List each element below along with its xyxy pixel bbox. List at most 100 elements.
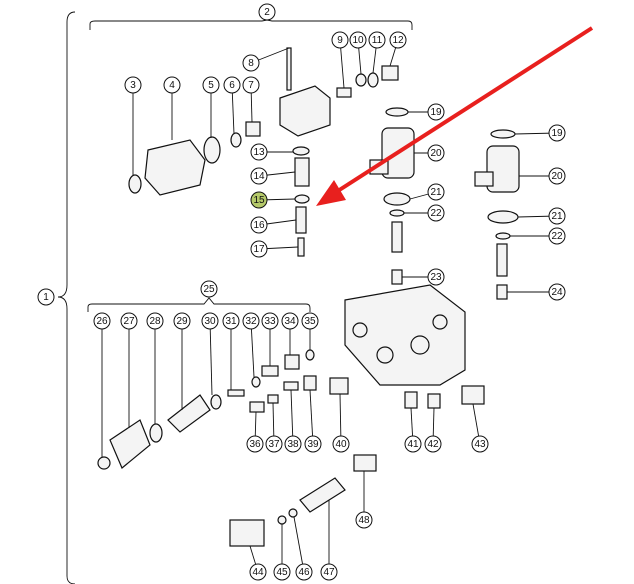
callout-circle (249, 563, 267, 581)
callout-circle (201, 312, 219, 330)
callout-number: 22 (551, 231, 563, 242)
callout-number: 31 (225, 316, 237, 327)
callout-20: 20 (427, 144, 445, 162)
callout-46: 46 (295, 563, 313, 581)
callout-number: 46 (298, 567, 310, 578)
leader-line (309, 389, 314, 445)
parts (97, 47, 520, 547)
callout-circle (261, 312, 279, 330)
callout-number: 38 (287, 439, 299, 450)
callout-33: 33 (261, 312, 279, 330)
callout-41: 41 (404, 435, 422, 453)
callout-circle (389, 31, 407, 49)
callout-number: 10 (352, 35, 364, 46)
callout-number: 43 (474, 439, 486, 450)
callout-42: 42 (424, 435, 442, 453)
group-25-bracket (87, 297, 311, 312)
callout-24: 24 (548, 283, 566, 301)
callout-circle (250, 143, 268, 161)
callout-circle (548, 207, 566, 225)
callout-28: 28 (146, 312, 164, 330)
callout-21: 21 (548, 207, 566, 225)
callout-14: 14 (250, 167, 268, 185)
callout-number: 29 (176, 316, 188, 327)
callout-circle (250, 240, 268, 258)
callout-number: 36 (249, 439, 261, 450)
leader-line (250, 320, 255, 378)
callout-15: 15 (250, 191, 268, 209)
callout-9: 9 (331, 31, 349, 49)
callout-number: 30 (204, 316, 216, 327)
callout-number: 35 (304, 316, 316, 327)
callout-39: 39 (304, 435, 322, 453)
callout-circle (471, 435, 489, 453)
callout-number: 22 (430, 208, 442, 219)
callout-circle (295, 563, 313, 581)
callout-number: 45 (276, 567, 288, 578)
callout-number: 42 (427, 439, 439, 450)
callout-circle (250, 191, 268, 209)
callout-circle (427, 144, 445, 162)
callout-27: 27 (120, 312, 138, 330)
callout-35: 35 (301, 312, 319, 330)
callout-number: 7 (248, 80, 254, 91)
callout-number: 40 (335, 439, 347, 450)
callout-30: 30 (201, 312, 219, 330)
callout-3: 3 (124, 76, 142, 94)
group-label-25: 25 (200, 280, 218, 298)
callout-circle (265, 435, 283, 453)
callout-circle (281, 312, 299, 330)
callout-number: 9 (337, 35, 343, 46)
callout-circle (320, 563, 338, 581)
callout-circle (301, 312, 319, 330)
callout-number: 25 (203, 284, 215, 295)
callout-number: 39 (307, 439, 319, 450)
callout-circle (124, 76, 142, 94)
leader-line (290, 389, 294, 445)
callout-number: 12 (392, 35, 404, 46)
callout-6: 6 (223, 76, 241, 94)
callout-number: 27 (123, 316, 135, 327)
leader-line (293, 516, 305, 573)
callout-number: 19 (551, 128, 563, 139)
callout-circle (548, 124, 566, 142)
callout-circle (427, 204, 445, 222)
callout-number: 15 (253, 195, 265, 206)
callout-circle (223, 76, 241, 94)
callout-16: 16 (250, 216, 268, 234)
callout-number: 32 (245, 316, 257, 327)
callout-48: 48 (355, 511, 373, 529)
callout-23: 23 (427, 268, 445, 286)
callout-number: 20 (430, 148, 442, 159)
callout-number: 23 (430, 272, 442, 283)
callout-26: 26 (93, 312, 111, 330)
callout-circle (250, 216, 268, 234)
callout-number: 28 (149, 316, 161, 327)
callout-number: 34 (284, 316, 296, 327)
callout-number: 20 (551, 171, 563, 182)
callout-38: 38 (284, 435, 302, 453)
callout-number: 3 (130, 80, 136, 91)
callout-11: 11 (368, 31, 386, 49)
callout-circle (284, 435, 302, 453)
callout-7: 7 (242, 76, 260, 94)
callout-circle (242, 54, 260, 72)
callout-number: 37 (268, 439, 280, 450)
callout-circle (246, 435, 264, 453)
callout-circle (173, 312, 191, 330)
callout-circle (200, 280, 218, 298)
callout-29: 29 (173, 312, 191, 330)
callout-number: 13 (253, 147, 265, 158)
callout-circle (427, 183, 445, 201)
callout-circle (427, 268, 445, 286)
callout-20: 20 (548, 167, 566, 185)
callout-circle (93, 312, 111, 330)
group-2-bracket (89, 19, 413, 30)
callout-circle (202, 76, 220, 94)
callout-number: 21 (430, 187, 442, 198)
callout-22: 22 (427, 204, 445, 222)
callout-47: 47 (320, 563, 338, 581)
callout-number: 44 (252, 567, 264, 578)
callout-circle (273, 563, 291, 581)
